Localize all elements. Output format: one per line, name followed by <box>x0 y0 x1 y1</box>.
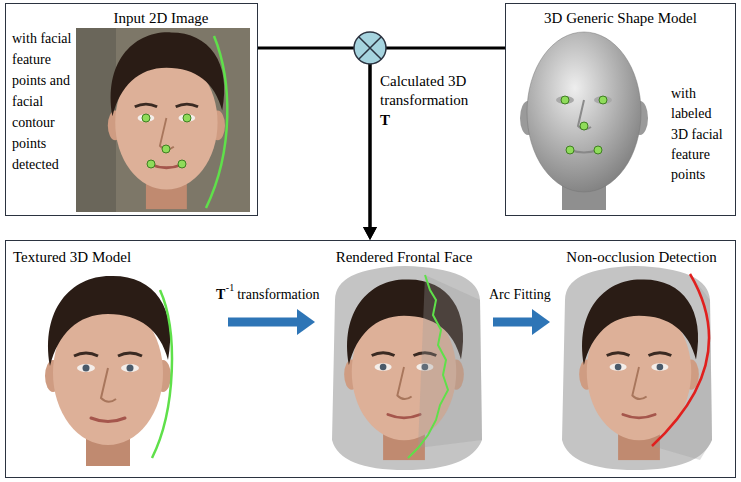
stage-panel: Textured 3D Model <box>9 244 224 474</box>
edge-label: transformation <box>237 286 319 304</box>
panel-note: with facial feature points and facial co… <box>12 28 74 175</box>
result-panel: Textured 3D Model Rendered Frontal Face No… <box>5 240 736 478</box>
input-photo <box>76 28 250 212</box>
generic-head-model <box>520 32 648 210</box>
panel-note: with labeled 3D facial feature points <box>671 84 731 185</box>
stage-title: Rendered Frontal Face <box>319 248 489 267</box>
connector-line <box>228 318 298 327</box>
connector-line <box>370 48 505 228</box>
connector-line <box>493 318 533 327</box>
process-arrow <box>493 309 550 335</box>
panel-title: Input 2D Image <box>66 9 256 28</box>
rendered-face <box>332 266 482 470</box>
superscript: -1 <box>226 282 234 295</box>
edge-label: Arc Fitting <box>489 286 551 304</box>
transform-symbol: T <box>216 286 225 304</box>
stage-panel: Rendered Frontal Face <box>319 244 489 474</box>
arrow-head <box>363 227 377 240</box>
arrow-head <box>532 309 550 335</box>
stage-title: Textured 3D Model <box>13 248 213 267</box>
model-panel: 3D Generic Shape Model with labeled 3D fa… <box>505 3 736 216</box>
transform-symbol: T <box>380 111 390 130</box>
edge-label: Calculated 3D transformation <box>380 72 502 110</box>
process-arrow <box>228 309 315 335</box>
non-occlusion-face <box>562 266 712 470</box>
transform-line <box>363 48 505 240</box>
arrow-head <box>363 227 377 240</box>
transform-line <box>258 48 377 240</box>
arrow-head <box>297 309 315 335</box>
input-panel: Input 2D Imagewith facial feature points… <box>5 3 258 216</box>
connector-line <box>258 48 370 228</box>
panel-title: 3D Generic Shape Model <box>506 9 735 28</box>
stage-panel: Non-occlusion Detection <box>554 244 729 474</box>
textured-model <box>45 276 172 466</box>
stage-title: Non-occlusion Detection <box>554 248 729 267</box>
